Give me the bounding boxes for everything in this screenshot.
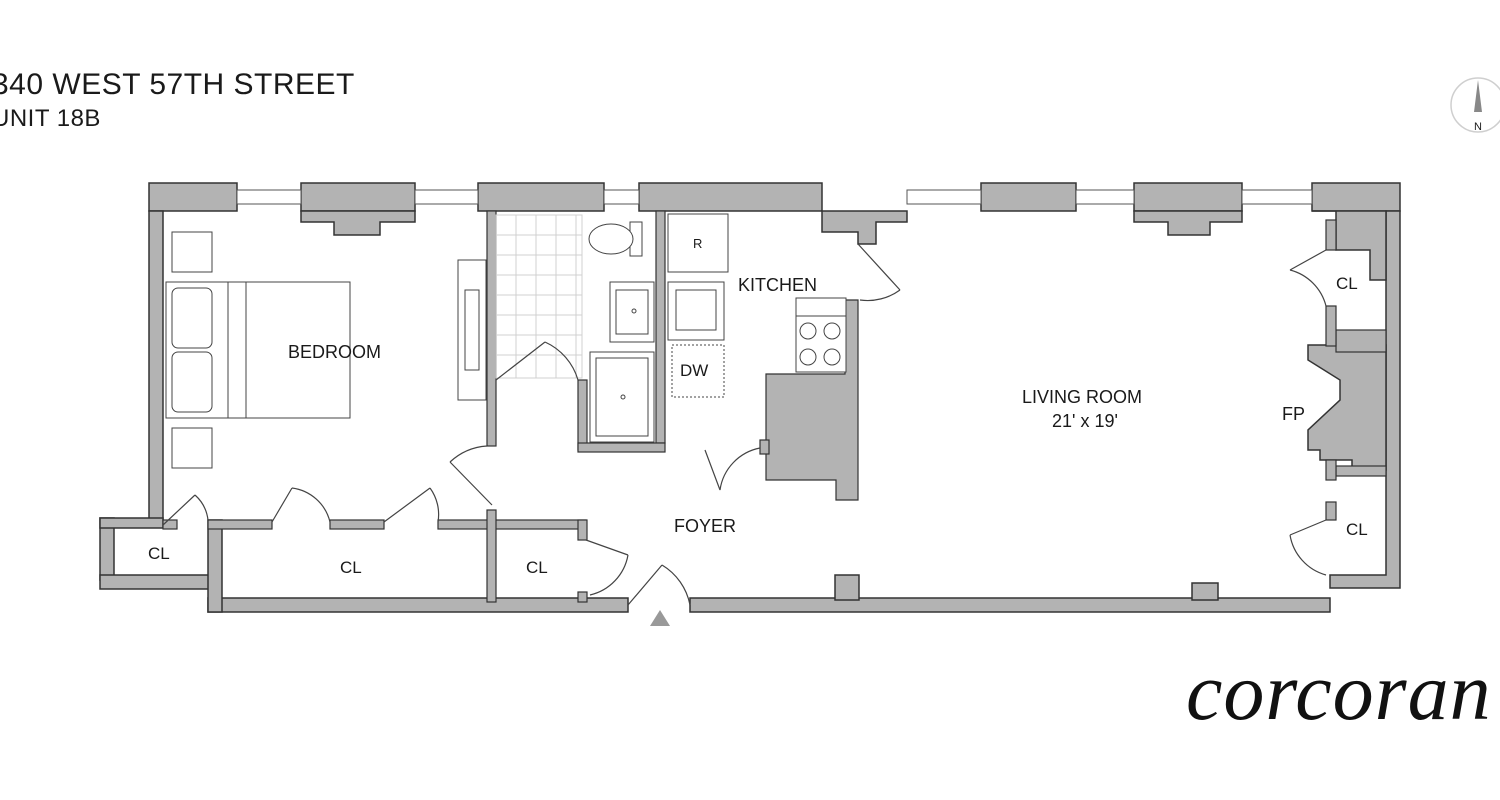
closet-label: CL (1336, 274, 1358, 293)
dresser-icon (457, 259, 487, 401)
stove-icon (795, 315, 847, 373)
windows (236, 189, 1313, 205)
unit-subtitle: UNIT 18B (0, 105, 101, 132)
brand-logo: corcoran (1186, 646, 1492, 737)
bathroom-tile (495, 214, 583, 379)
nightstand-icon (171, 231, 213, 273)
entry-marker-icon (650, 610, 670, 626)
dishwasher-icon (671, 344, 725, 398)
toilet-icon (588, 221, 643, 257)
closet-label: CL (340, 558, 362, 577)
shower-icon (589, 351, 655, 443)
closet-label: CL (526, 558, 548, 577)
living-room-dimensions: 21' x 19' (1052, 411, 1118, 431)
fireplace-label: FP (1282, 404, 1305, 424)
living-room-label: LIVING ROOM (1022, 387, 1142, 407)
closet-label: CL (1346, 520, 1368, 539)
refrigerator-icon (667, 213, 729, 273)
bedroom-label: BEDROOM (288, 342, 381, 362)
interior-walls (162, 210, 1387, 603)
refrigerator-label: R (693, 236, 702, 251)
compass-icon: N (1450, 77, 1500, 133)
address-title: 340 WEST 57TH STREET (0, 68, 355, 101)
bathroom-sink-icon (609, 281, 655, 343)
kitchen-sink-icon (667, 281, 725, 341)
nightstand-icon (171, 427, 213, 469)
foyer-label: FOYER (674, 516, 736, 536)
doors (162, 243, 1327, 606)
kitchen-label: KITCHEN (738, 275, 817, 295)
dishwasher-label: DW (680, 361, 708, 380)
exterior-walls (99, 182, 1401, 613)
bed-icon (165, 281, 351, 419)
closet-label: CL (148, 544, 170, 563)
fixtures (165, 213, 847, 469)
compass-label: N (1474, 121, 1482, 133)
